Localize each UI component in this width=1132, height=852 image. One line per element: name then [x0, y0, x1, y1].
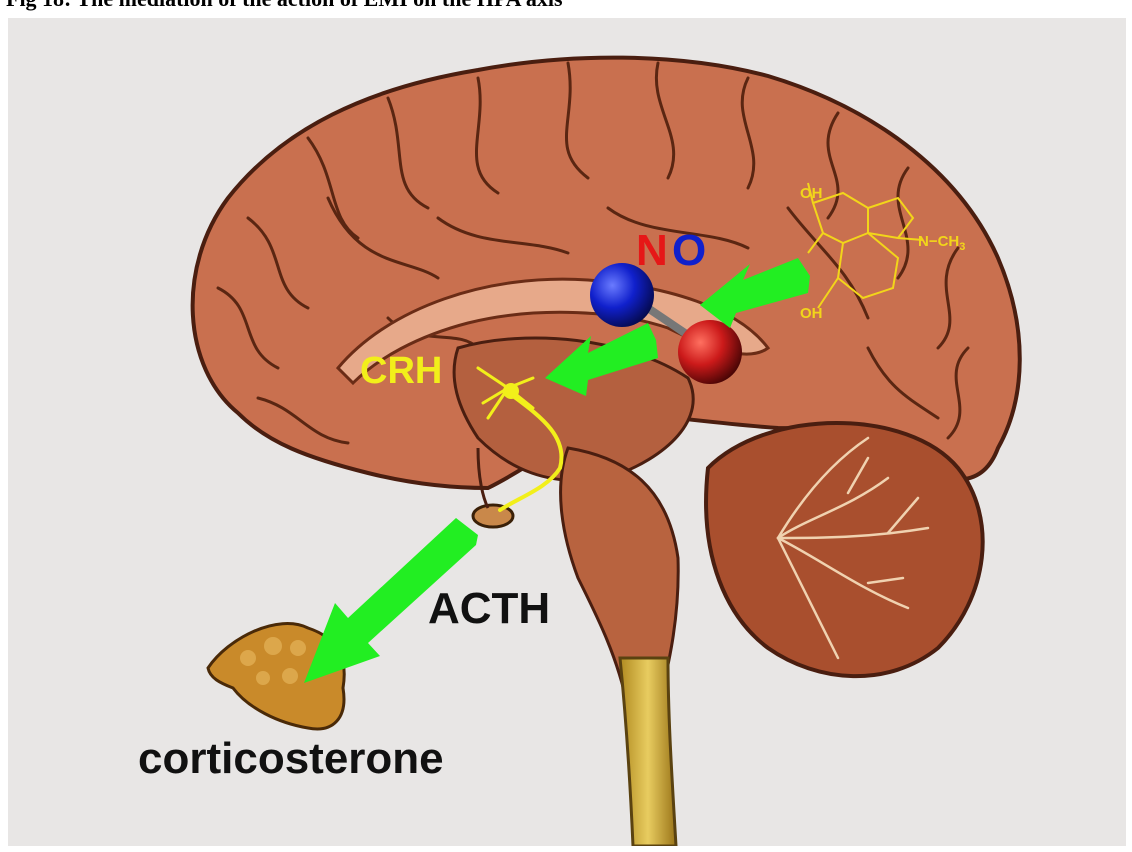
methylamine-subscript: 3: [959, 241, 965, 253]
no-label-o: O: [672, 226, 706, 275]
acth-label: ACTH: [428, 584, 550, 633]
pituitary-gland: [473, 505, 513, 527]
methylamine-text: N−CH: [918, 233, 959, 250]
molecule-oh-top: OH: [800, 185, 823, 202]
crh-label: CRH: [360, 350, 442, 392]
no-label-n: N: [636, 226, 668, 275]
brain-diagram: N O CRH ACTH corticosterone OH OH N−CH3: [8, 18, 1126, 846]
figure-caption: Fig 18: The mediation of the action of E…: [6, 0, 563, 12]
molecule-oh-bottom: OH: [800, 305, 823, 322]
oxygen-atom: [678, 320, 742, 384]
corticosterone-label: corticosterone: [138, 734, 444, 783]
crh-neuron-body: [503, 383, 519, 399]
